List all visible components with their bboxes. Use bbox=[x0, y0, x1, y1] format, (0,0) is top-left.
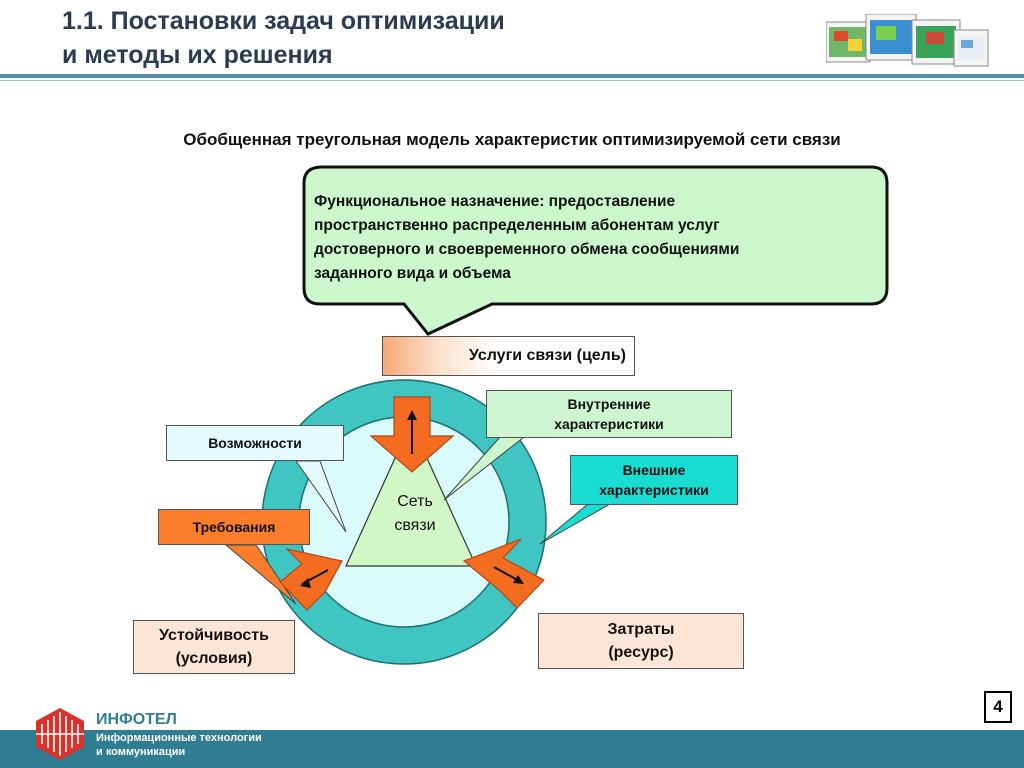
network-triangle bbox=[345, 421, 477, 567]
slide-title-line-1: 1.1. Постановки задач оптимизации bbox=[62, 7, 505, 35]
stability-label-line: (условия) bbox=[175, 650, 253, 667]
costs-box: Затраты (ресурс) bbox=[538, 613, 744, 669]
internal-label-line: характеристики bbox=[554, 416, 664, 432]
network-label-line: Сеть bbox=[397, 493, 433, 510]
goal-box: Услуги связи (цель) bbox=[382, 336, 635, 376]
stability-label-line: Устойчивость bbox=[159, 627, 269, 644]
header-divider-thin bbox=[0, 80, 1024, 81]
internal-label-line: Внутренние bbox=[567, 396, 651, 412]
capabilities-pointer bbox=[295, 460, 347, 533]
header-divider bbox=[0, 74, 1024, 78]
callout-line: заданного вида и объема bbox=[314, 265, 511, 282]
slide-title-line-2: и методы их решения bbox=[62, 41, 333, 69]
network-label-line: связи bbox=[394, 517, 436, 534]
internal-characteristics-box: Внутренние характеристики bbox=[486, 390, 732, 438]
costs-label-line: Затраты bbox=[607, 621, 675, 638]
footer-tagline-line: Информационные технологии bbox=[96, 732, 262, 744]
purpose-callout-text: Функциональное назначение: предоставлени… bbox=[314, 190, 874, 286]
infotel-logo-icon bbox=[36, 708, 84, 760]
screenshots-thumbnail-icon bbox=[826, 14, 989, 67]
requirements-label: Требования bbox=[192, 519, 276, 535]
goal-label: Услуги связи (цель) bbox=[468, 347, 626, 364]
external-pointer bbox=[539, 503, 612, 545]
footer-bar bbox=[0, 730, 1024, 768]
external-label-line: характеристики bbox=[599, 482, 709, 498]
footer-brand: ИНФОТЕЛ bbox=[96, 711, 177, 728]
footer-tagline-line: и коммуникации bbox=[96, 746, 186, 758]
page-number: 4 bbox=[984, 691, 1012, 723]
footer-tagline: Информационные технологии и коммуникации bbox=[96, 731, 262, 759]
stability-box: Устойчивость (условия) bbox=[133, 620, 295, 674]
callout-line: достоверного и своевременного обмена соо… bbox=[314, 241, 740, 258]
costs-label-line: (ресурс) bbox=[608, 644, 674, 661]
capabilities-box: Возможности bbox=[166, 425, 344, 461]
external-characteristics-box: Внешние характеристики bbox=[570, 455, 738, 505]
diagram-subtitle: Обобщенная треугольная модель характерис… bbox=[183, 130, 841, 149]
callout-line: Функциональное назначение: предоставлени… bbox=[314, 193, 676, 210]
requirements-box: Требования bbox=[158, 509, 310, 545]
purpose-callout-bubble bbox=[302, 165, 889, 336]
slide-title: 1.1. Постановки задач оптимизации и мето… bbox=[62, 4, 762, 72]
callout-line: пространственно распределенным абонентам… bbox=[314, 217, 720, 234]
external-label-line: Внешние bbox=[622, 462, 686, 478]
network-label: Сеть связи bbox=[360, 490, 470, 538]
capabilities-label: Возможности bbox=[208, 435, 302, 451]
requirements-pointer bbox=[224, 544, 297, 605]
